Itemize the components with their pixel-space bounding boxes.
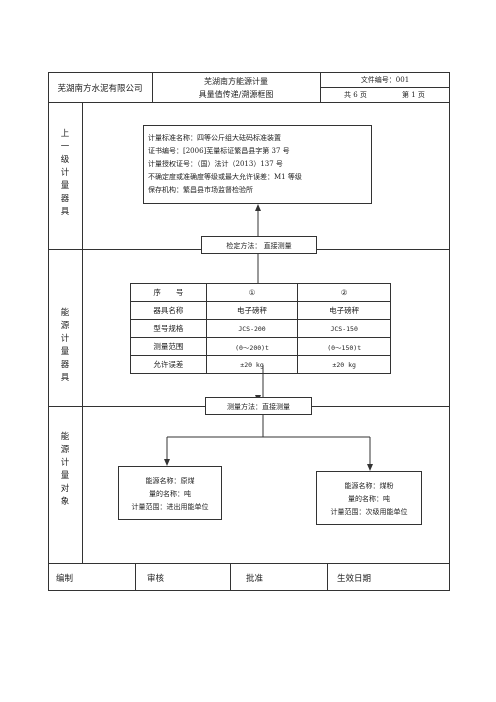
table-cell: 电子磅秤 — [205, 301, 299, 320]
table-row-header: 测量范围 — [130, 337, 207, 356]
table-row-header: 型号规格 — [130, 319, 207, 338]
energy-left-name: 能源名称：原煤 — [145, 477, 195, 485]
footer-col-divider-1 — [135, 563, 136, 591]
doc-number: 文件编号：001 — [360, 76, 410, 84]
side-column-divider — [82, 102, 83, 563]
table-row: 器具名称电子磅秤电子磅秤 — [130, 301, 391, 320]
measure-method-box: 测量方法：直接测量 — [205, 397, 312, 415]
instruments-char: 计 — [60, 334, 70, 344]
table-cell: JCS-200 — [205, 319, 299, 338]
objects-char: 能 — [60, 432, 70, 442]
upper-char: 量 — [60, 181, 70, 191]
table-row: 允许误差±20 kg±20 kg — [130, 355, 391, 374]
pages-total: 共 6 页 — [344, 91, 367, 99]
page-current: 第 1 页 — [402, 91, 425, 99]
header-divider — [48, 102, 450, 103]
energy-object-right-box: 能源名称：煤粉 量的名称：吨 计量范围：次级用能单位 — [316, 471, 422, 525]
footer-review: 审核 — [147, 574, 165, 584]
custodian-organization: 保存机构：繁昌县市场监督检验所 — [148, 186, 253, 194]
instruments-char: 具 — [60, 373, 70, 383]
table-row: 测量范围(0～200)t(0～150)t — [130, 337, 391, 356]
upper-char: 器 — [60, 194, 70, 204]
table-row-header: 器具名称 — [130, 301, 207, 320]
table-cell: ±20 kg — [205, 355, 299, 374]
section-label-upper-instruments: 上一级计量器具 — [55, 128, 75, 219]
measure-method-text: 测量方法：直接测量 — [227, 403, 290, 411]
upper-char: 一 — [60, 142, 70, 152]
instruments-char: 源 — [60, 321, 70, 331]
footer-divider — [48, 563, 450, 564]
upper-char: 计 — [60, 168, 70, 178]
doc-title-line1: 芜湖南方能源计量 — [204, 77, 268, 86]
footer-edit: 编制 — [56, 574, 74, 584]
energy-left-range: 计量范围：进出用能单位 — [131, 503, 209, 511]
objects-char: 象 — [60, 497, 70, 507]
instruments-char: 量 — [60, 347, 70, 357]
doc-title-line2: 具量值传递/溯源框图 — [198, 90, 274, 99]
table-cell: (0～200)t — [205, 337, 299, 356]
footer-col-divider-3 — [327, 563, 328, 591]
table-cell: ① — [205, 283, 299, 302]
arrowhead-down-right-icon — [367, 464, 373, 471]
instruments-char: 器 — [60, 360, 70, 370]
footer-col-divider-2 — [230, 563, 231, 591]
upper-char: 上 — [60, 129, 70, 139]
objects-char: 计 — [60, 458, 70, 468]
table-row-header: 序 号 — [130, 283, 207, 302]
header-col-divider-1 — [152, 72, 153, 102]
energy-right-range: 计量范围：次级用能单位 — [330, 508, 408, 516]
objects-char: 对 — [60, 484, 70, 494]
section-label-energy-instruments: 能源计量器具 — [55, 307, 75, 385]
authorization-number: 计量授权证号：（国）法计（2013）137 号 — [148, 160, 283, 168]
upper-char: 具 — [60, 207, 70, 217]
upper-standard-box: 计量标准名称：四等公斤组大砝码标准装置 证书编号：[2006]芜量标证繁昌县字第… — [143, 125, 372, 204]
company-name: 芜湖南方水泥有限公司 — [57, 84, 143, 94]
arrowhead-down-left-icon — [164, 459, 170, 466]
table-row-header: 允许误差 — [130, 355, 207, 374]
table-cell: JCS-150 — [297, 319, 391, 338]
standard-name: 计量标准名称：四等公斤组大砝码标准装置 — [148, 134, 281, 142]
energy-object-left-box: 能源名称：原煤 量的名称：吨 计量范围：进出用能单位 — [118, 466, 222, 520]
verify-method-text: 检定方法： 直接测量 — [226, 242, 292, 250]
accuracy-grade: 不确定度或准确度等级或最大允许误差：M1 等级 — [148, 173, 302, 181]
footer-approve: 批准 — [246, 574, 264, 584]
energy-right-quantity: 量的名称：吨 — [348, 495, 390, 503]
energy-left-quantity: 量的名称：吨 — [149, 490, 191, 498]
certificate-number: 证书编号：[2006]芜量标证繁昌县字第 37 号 — [148, 147, 290, 155]
table-cell: 电子磅秤 — [297, 301, 391, 320]
footer-effective-date: 生效日期 — [337, 574, 372, 584]
energy-right-name: 能源名称：煤粉 — [344, 482, 394, 490]
document-frame — [48, 72, 450, 591]
table-cell: ② — [297, 283, 391, 302]
verify-method-box: 检定方法： 直接测量 — [201, 236, 317, 254]
section-label-energy-objects: 能源计量对象 — [55, 431, 75, 509]
upper-char: 级 — [60, 155, 70, 165]
objects-char: 量 — [60, 471, 70, 481]
header-right-divider — [320, 87, 450, 88]
objects-char: 源 — [60, 445, 70, 455]
instruments-char: 能 — [60, 308, 70, 318]
arrowhead-up-icon — [255, 204, 261, 211]
table-cell: (0～150)t — [297, 337, 391, 356]
table-cell: ±20 kg — [297, 355, 391, 374]
